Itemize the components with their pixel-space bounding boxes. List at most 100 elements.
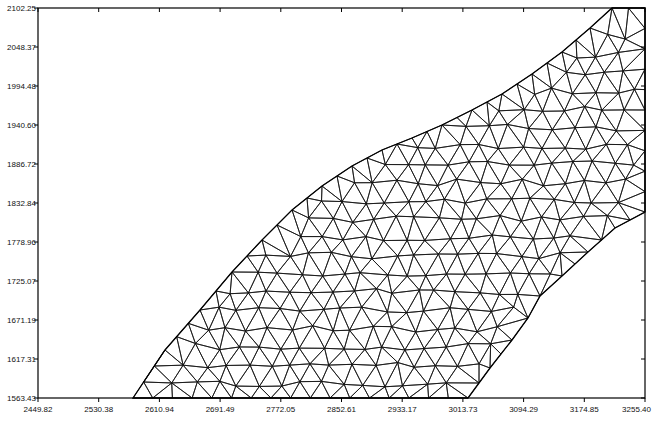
mesh-triangle: [469, 161, 487, 182]
mesh-triangle: [363, 365, 385, 386]
mesh-triangle: [446, 383, 468, 398]
mesh-triangle: [355, 183, 373, 204]
mesh-triangle: [344, 364, 362, 385]
mesh-triangle: [250, 365, 272, 386]
mesh-triangle: [596, 93, 619, 110]
mesh-triangle: [626, 171, 645, 191]
mesh-triangle: [392, 313, 416, 332]
mesh-triangle: [352, 158, 372, 183]
mesh-triangle: [405, 349, 424, 368]
mesh-triangle: [457, 110, 472, 126]
mesh-triangle: [466, 110, 489, 126]
mesh-triangle: [308, 252, 331, 276]
mesh-triangle: [226, 347, 250, 366]
mesh-triangle: [362, 307, 388, 326]
y-axis-label: 2102.25: [7, 4, 36, 13]
mesh-triangle: [259, 386, 282, 398]
mesh-triangle: [457, 344, 479, 367]
mesh-triangle: [272, 349, 289, 366]
mesh-triangle: [373, 326, 391, 347]
mesh-triangle: [479, 126, 499, 149]
mesh-triangle: [376, 275, 391, 293]
mesh-triangle: [439, 199, 461, 219]
mesh-triangle: [468, 332, 490, 344]
y-axis-label: 1778.96: [7, 238, 36, 247]
mesh-triangle: [524, 110, 542, 129]
mesh-triangle: [529, 259, 550, 274]
mesh-triangle: [216, 291, 230, 307]
mesh-triangle: [552, 162, 573, 184]
mesh-triangle: [259, 291, 280, 308]
mesh-triangle: [209, 307, 225, 330]
mesh-triangle: [344, 349, 365, 364]
mesh-triangle: [208, 365, 226, 381]
mesh-triangle: [424, 347, 446, 366]
mesh-triangle: [177, 337, 196, 366]
mesh-triangle: [486, 273, 510, 295]
mesh-triangle: [625, 28, 645, 48]
mesh-triangle: [591, 183, 618, 203]
mesh-triangle: [534, 163, 552, 186]
mesh-triangle: [299, 348, 324, 364]
mesh-triangle: [407, 217, 424, 241]
mesh-triangle: [350, 326, 374, 349]
mesh-triangle: [595, 34, 618, 57]
mesh-triangle: [402, 384, 427, 398]
mesh-triangle: [350, 385, 370, 398]
mesh-triangle: [239, 347, 259, 365]
mesh-triangle: [426, 254, 447, 276]
mesh-triangle: [586, 127, 607, 149]
mesh-triangle: [514, 294, 528, 318]
mesh-triangle: [465, 199, 487, 219]
mesh-triangle: [518, 274, 540, 296]
mesh-triangle: [438, 239, 457, 254]
mesh-triangle: [585, 57, 604, 75]
mesh-triangle: [489, 124, 507, 148]
mesh-triangle: [172, 382, 198, 398]
mesh-triangle: [500, 216, 521, 237]
mesh-triangle: [387, 312, 406, 327]
mesh-triangle: [499, 110, 524, 125]
mesh-triangle: [435, 347, 457, 366]
mesh-triangle: [543, 184, 565, 200]
mesh-triangle: [277, 256, 302, 274]
mesh-triangle: [407, 311, 424, 332]
mesh-triangle: [564, 107, 584, 128]
mesh-triangle: [352, 364, 376, 385]
mesh-triangle: [497, 254, 522, 273]
mesh-triangle: [313, 309, 334, 330]
mesh-triangle: [272, 365, 289, 386]
mesh-triangle: [172, 383, 192, 398]
mesh-triangle: [509, 165, 534, 179]
mesh-triangle: [396, 216, 414, 240]
mesh-triangle: [469, 144, 487, 161]
mesh-triangle: [373, 312, 391, 327]
mesh-triangle: [372, 180, 397, 203]
mesh-triangle: [389, 386, 409, 398]
mesh-triangle: [512, 198, 530, 221]
mesh-triangle: [480, 274, 499, 295]
y-axis-label: 1725.07: [7, 277, 36, 286]
mesh-triangle: [575, 127, 596, 149]
mesh-triangle: [366, 237, 384, 259]
mesh-triangle: [259, 308, 280, 328]
mesh-triangle: [333, 274, 355, 292]
mesh-triangle: [592, 161, 615, 183]
mesh-triangle: [629, 8, 646, 28]
mesh-triangle: [560, 253, 575, 276]
mesh-triangle: [623, 49, 645, 71]
mesh-triangle: [547, 52, 566, 72]
mesh-triangle: [625, 8, 645, 39]
mesh-triangle: [577, 57, 596, 75]
mesh-triangle: [280, 292, 300, 311]
mesh-triangle: [517, 84, 535, 110]
mesh-triangle: [423, 308, 450, 330]
mesh-triangle: [461, 219, 476, 238]
mesh-triangle: [596, 72, 619, 93]
mesh-triangle: [384, 216, 408, 240]
mesh-triangle: [460, 144, 479, 161]
plot-frame: [38, 8, 645, 398]
mesh-triangle: [479, 144, 499, 161]
mesh-triangle: [291, 382, 311, 398]
mesh-triangle: [407, 255, 426, 276]
